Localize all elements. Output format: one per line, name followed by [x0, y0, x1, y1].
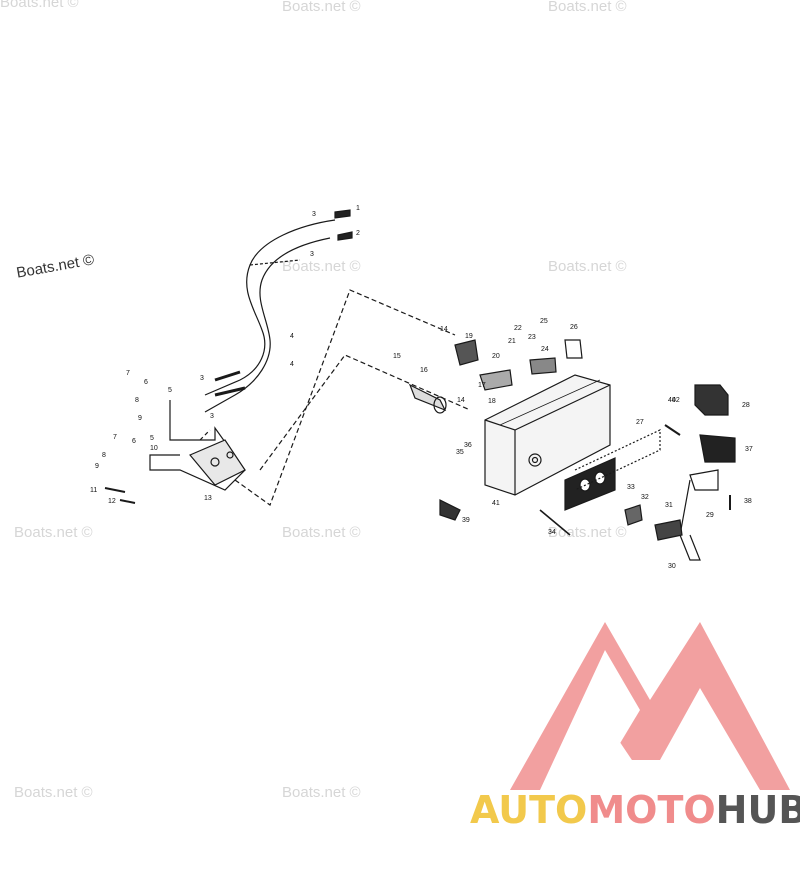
- part-number: 10: [150, 445, 158, 452]
- part-number: 5: [168, 387, 172, 394]
- part-number: 41: [492, 500, 500, 507]
- part-number: 13: [204, 495, 212, 502]
- part-number: 30: [668, 563, 676, 570]
- part-number: 36: [464, 442, 472, 449]
- part-number: 38: [744, 498, 752, 505]
- part-number: 6: [144, 379, 148, 386]
- part-number: 28: [742, 402, 750, 409]
- part-number: 11: [90, 487, 97, 494]
- part-number: 23: [528, 334, 536, 341]
- part-number: 7: [113, 434, 117, 441]
- part-number: 7: [126, 370, 130, 377]
- part-number: 8: [135, 397, 139, 404]
- automotohub-logo-mark: [510, 622, 790, 790]
- watermark: Boats.net ©: [548, 258, 627, 275]
- watermark: Boats.net ©: [14, 784, 93, 801]
- automotohub-logo: AUTOMOTOHUB: [470, 788, 800, 832]
- watermark: Boats.net ©: [14, 524, 93, 541]
- part-number: 4: [290, 361, 294, 368]
- watermark: Boats.net ©: [282, 784, 361, 801]
- part-number: 5: [150, 435, 154, 442]
- part-number: 20: [492, 353, 500, 360]
- logo-hub: HUB: [715, 788, 800, 832]
- watermark: Boats.net ©: [282, 0, 361, 15]
- part-number: 34: [548, 529, 556, 536]
- cover-cap: [694, 384, 729, 416]
- part-number: 27: [636, 419, 644, 426]
- part-number: 29: [706, 512, 714, 519]
- part-number: 18: [488, 398, 496, 405]
- part-number: 32: [641, 494, 649, 501]
- watermark: Boats.net ©: [282, 258, 361, 275]
- part-number: 22: [514, 325, 522, 332]
- part-number: 16: [420, 367, 428, 374]
- logo-moto: MOTO: [587, 788, 716, 832]
- watermark: Boats.net ©: [548, 524, 627, 541]
- shift-cable: [204, 219, 336, 396]
- watermark: Boats.net ©: [548, 0, 627, 15]
- part-number: 17: [478, 382, 486, 389]
- part-number: 8: [102, 452, 106, 459]
- part-number: 25: [540, 318, 548, 325]
- part-number: 3: [312, 211, 316, 218]
- part-number: 35: [456, 449, 464, 456]
- part-number: 3: [310, 251, 314, 258]
- part-number: 9: [138, 415, 142, 422]
- part-number: 21: [508, 338, 516, 345]
- part-number: 14: [457, 397, 465, 404]
- part-number: 2: [356, 230, 360, 237]
- switch-block: [699, 434, 736, 463]
- part-number: 15: [393, 353, 401, 360]
- part-number: 42: [672, 397, 680, 404]
- part-labels: 1 2 3 3 4 4 3 3 5 6 7 8 9 5 6 7 8 9 10 1…: [90, 205, 753, 570]
- control-box: [484, 374, 611, 496]
- lever-arm: [689, 469, 719, 491]
- leader-line: [259, 354, 471, 471]
- part-number: 9: [95, 463, 99, 470]
- control-knob: [454, 339, 479, 366]
- label-strip: [574, 429, 661, 491]
- part-number: 39: [462, 517, 470, 524]
- leader-line: [234, 289, 456, 506]
- part-number: 3: [200, 375, 204, 382]
- watermark: Boats.net ©: [282, 524, 361, 541]
- part-number: 37: [745, 446, 753, 453]
- part-number: 1: [356, 205, 360, 212]
- part-number: 31: [665, 502, 673, 509]
- part-number: 14: [440, 326, 448, 333]
- part-number: 6: [132, 438, 136, 445]
- part-number: 40: [668, 397, 676, 404]
- watermark: Boats.net ©: [0, 0, 79, 11]
- throttle-cable: [204, 237, 331, 413]
- logo-auto: AUTO: [470, 788, 588, 832]
- part-number: 12: [108, 498, 116, 505]
- part-number: 19: [465, 333, 473, 340]
- part-number: 24: [541, 346, 549, 353]
- part-number: 26: [570, 324, 578, 331]
- part-number: 4: [290, 333, 294, 340]
- part-number: 3: [210, 413, 214, 420]
- part-number: 33: [627, 484, 635, 491]
- mounting-bracket: [149, 400, 246, 491]
